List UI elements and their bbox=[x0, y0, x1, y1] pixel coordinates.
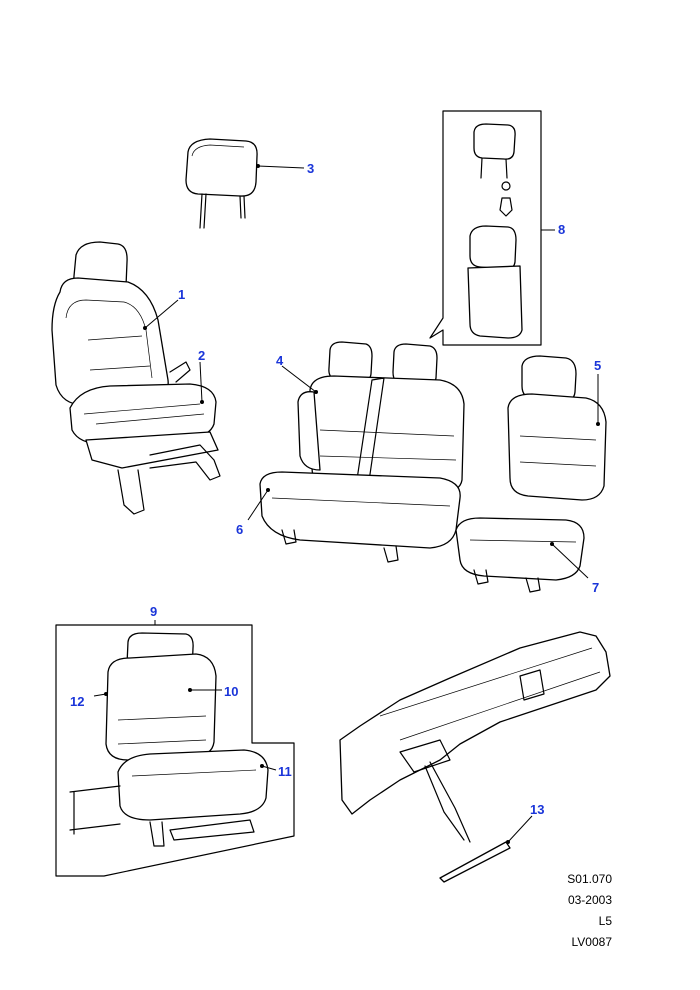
callout-10: 10 bbox=[224, 684, 239, 699]
callout-1: 1 bbox=[178, 287, 186, 302]
callout-3: 3 bbox=[307, 161, 315, 176]
reference-date: 03-2003 bbox=[567, 893, 612, 907]
rear-bench-part-4-6 bbox=[259, 341, 465, 563]
callout-7: 7 bbox=[592, 580, 600, 595]
callout-8: 8 bbox=[558, 222, 566, 237]
reference-drawing: LV0087 bbox=[571, 935, 612, 949]
callout-6: 6 bbox=[236, 522, 244, 537]
detail-box-8 bbox=[429, 110, 555, 346]
callout-12: 12 bbox=[70, 694, 85, 709]
fascia-part-13 bbox=[339, 631, 611, 883]
headrest-part-3 bbox=[185, 138, 258, 229]
leader-lines bbox=[93, 164, 600, 844]
front-seat-part-1-2 bbox=[51, 241, 221, 515]
callout-2: 2 bbox=[198, 348, 206, 363]
single-seat-part-5-7 bbox=[455, 355, 607, 593]
callout-11: 11 bbox=[278, 764, 292, 779]
callout-9: 9 bbox=[150, 604, 158, 619]
detail-box-9 bbox=[55, 620, 295, 877]
reference-code: S01.070 bbox=[567, 872, 612, 886]
callout-13: 13 bbox=[530, 802, 545, 817]
reference-level: L5 bbox=[598, 914, 612, 928]
callout-5: 5 bbox=[594, 358, 602, 373]
callout-4: 4 bbox=[276, 353, 284, 368]
